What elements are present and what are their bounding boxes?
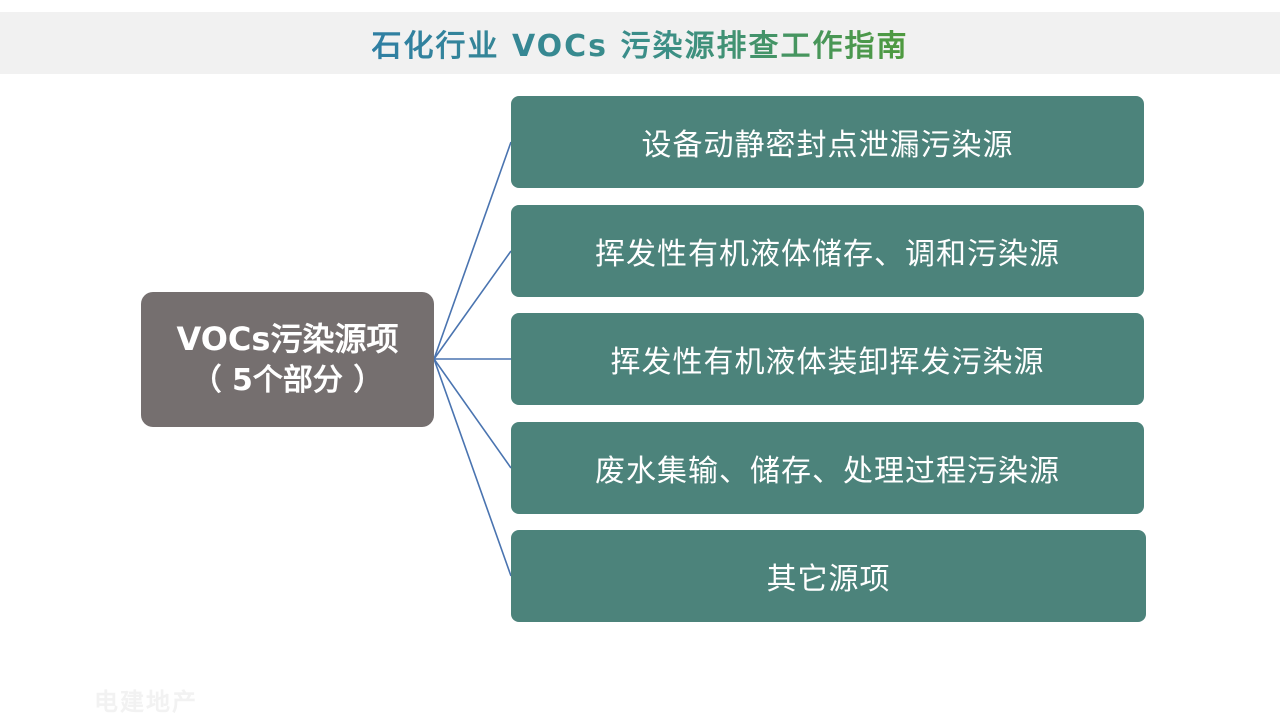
branch-node-3: 挥发性有机液体装卸挥发污染源 xyxy=(511,313,1144,405)
branch-node-1: 设备动静密封点泄漏污染源 xyxy=(511,96,1144,188)
branch-node-4: 废水集输、储存、处理过程污染源 xyxy=(511,422,1144,514)
root-node-count: （ 5个部分 ） xyxy=(191,362,384,398)
page-title: 石化行业 VOCs 污染源排查工作指南 xyxy=(372,21,909,65)
watermark-text: 电建地产 xyxy=(94,688,198,716)
branch-node-2: 挥发性有机液体储存、调和污染源 xyxy=(511,205,1144,297)
root-node: VOCs污染源项 （ 5个部分 ） xyxy=(141,292,434,427)
root-node-title: VOCs污染源项 xyxy=(176,319,399,358)
connector-line-4 xyxy=(433,358,512,469)
branch-node-5: 其它源项 xyxy=(511,530,1146,622)
connector-line-1 xyxy=(433,141,512,360)
title-bar: 石化行业 VOCs 污染源排查工作指南 xyxy=(0,12,1280,74)
connector-line-5 xyxy=(433,358,512,577)
connector-line-2 xyxy=(433,250,512,360)
